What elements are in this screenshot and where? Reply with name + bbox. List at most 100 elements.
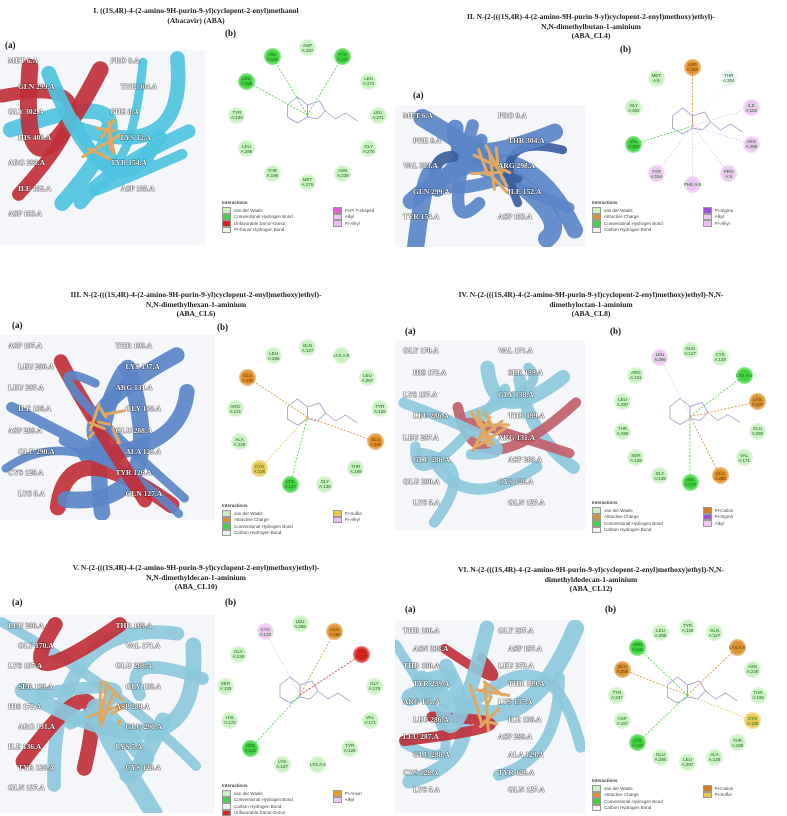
residue-label-3d: MET 6.A <box>8 56 38 65</box>
legend-label: Pi-Alkyl <box>345 517 360 522</box>
residue-node: ILE A:152 <box>743 99 760 116</box>
residue-node: ARG A:131 <box>629 639 646 656</box>
residue-node: LEU A:285 <box>238 73 255 90</box>
panel-title: IV. N-(2-(((1S,4R)-4-(2-amino-9H-purin-9… <box>395 290 787 319</box>
protein-3d-view: MET 6.A PRO 9.A GLN 299.A THR 304.A GLY 302.… <box>0 50 205 245</box>
title-line: (ABA_CL12) <box>395 584 787 594</box>
residue-label-3d: GLN 127.A <box>126 489 163 498</box>
residue-node: ARG A:131 <box>242 740 259 757</box>
residue-label-3d: TYR 239.A <box>413 679 449 688</box>
legend-label: Pi-Anion <box>345 791 362 796</box>
residue-node: TYR A:154 <box>648 165 665 182</box>
legend-label: Attractive Charge <box>604 514 639 519</box>
residue-label-3d: GLY 302.A <box>8 107 44 116</box>
legend-swatch <box>592 527 601 534</box>
residue-node: LEU A:271 <box>370 107 387 124</box>
residue-node: GLY A:138 <box>230 646 247 663</box>
residue-label-3d: GLU 288.A <box>116 661 153 670</box>
legend-swatch <box>333 797 342 804</box>
residue-label-3d: CYS 128.A <box>8 468 43 477</box>
label-b: (b) <box>610 326 621 336</box>
legend-label: Conventional Hydrogen Bond <box>234 524 293 529</box>
residue-node: SER A:139 <box>217 678 234 695</box>
residue-node: ALA A:129 <box>706 749 723 766</box>
residue-label-3d: CYS 128.A <box>126 763 161 772</box>
residue-node: ALA A:129 <box>231 433 248 450</box>
residue-label-3d: THR 304.A <box>121 82 158 91</box>
legend-item: Carbon Hydrogen Bond <box>592 805 663 812</box>
legend-item: Carbon Hydrogen Bond <box>222 530 293 537</box>
label-a: (a) <box>413 90 424 100</box>
residue-label-3d: ASP 289.A <box>8 426 42 435</box>
residue-label-3d: VAL 303.A <box>403 161 438 170</box>
residue-node: MET A:276 <box>299 174 316 191</box>
residue-label-3d: GLU 288.A <box>413 750 450 759</box>
residue-node: ASP A:289 <box>353 646 370 663</box>
legend-label: Conventional Hydrogen Bond <box>604 799 663 804</box>
residue-node: ASN A:238 <box>334 165 351 182</box>
residue-label-3d: ARG 131.A <box>498 433 535 442</box>
legend-label: van der Waals <box>234 511 263 516</box>
legend-label: Attractive Charge <box>604 214 639 219</box>
legend-label: Alkyl <box>345 797 355 802</box>
residue-node: LYS A:137 <box>282 476 299 493</box>
legend-item: Pi-Alkyl <box>333 517 362 524</box>
residue-label-3d: PHE 8.A <box>111 107 139 116</box>
legend-label: Carbon Hydrogen Bond <box>604 527 651 532</box>
residue-node: THR A:196 <box>750 687 767 704</box>
residue-node: LEU A:287 <box>359 369 376 386</box>
residue-label-3d: GLN 299.A <box>18 82 55 91</box>
legend-swatch <box>222 530 231 537</box>
legend-label: Pi-Sulfur <box>345 511 362 516</box>
legend-item: Alkyl <box>703 520 734 527</box>
legend-label: Carbon Hydrogen Bond <box>604 805 651 810</box>
residue-label-3d: GLY 138.A <box>498 390 534 399</box>
legend-label: Pi-Sigma <box>715 514 733 519</box>
residue-node: THR A:199 <box>614 423 631 440</box>
residue-node: MET A:6 <box>648 70 665 87</box>
legend-label: Conventional Hydrogen Bond <box>604 221 663 226</box>
residue-label-3d: ALA 129.A <box>126 447 162 456</box>
residue-label-3d: TYR 154.A <box>403 212 439 221</box>
residue-label-3d: THR 199.A <box>508 411 545 420</box>
residue-label-3d: PRO 9.A <box>111 56 140 65</box>
residue-label-3d: ASP 153.A <box>8 209 42 218</box>
residue-label-3d: LYS 5.A <box>413 785 440 794</box>
legend-swatch <box>592 805 601 812</box>
legend-label: Pi-Sigma <box>715 208 733 213</box>
label-b: (b) <box>217 322 228 332</box>
title-line: (ABA_CL6) <box>0 309 392 319</box>
residue-node: HIS A:170 <box>682 474 699 491</box>
residue-label-3d: LYS 5.A <box>413 498 440 507</box>
residue-label-3d: LYS 137.A <box>126 362 160 371</box>
residue-label-3d: VAL 171.A <box>498 346 533 355</box>
residue-label-3d: LYS 137.A <box>403 390 437 399</box>
title-line: dimethyldodecan-1-aminium <box>395 575 787 585</box>
residue-label-3d: HIS 172.A <box>8 702 41 711</box>
legend-label: Pi-Pi T-shaped <box>345 208 374 213</box>
panel-title: V. N-(2-(((1S,4R)-4-(2-amino-9H-purin-9-… <box>0 563 392 592</box>
residue-label-3d: LEU 286.A <box>413 715 449 724</box>
residue-label-3d: GLN 127.A <box>508 498 545 507</box>
residue-label-3d: PHE 8.A <box>413 136 441 145</box>
legend-label: Pi-Cation <box>715 786 734 791</box>
residue-node: LEU A:286 <box>238 140 255 157</box>
ligand-structure <box>225 35 390 195</box>
residue-node: GLU A:290 <box>749 423 766 440</box>
residue-label-3d: TYR 154.A <box>111 158 147 167</box>
residue-label-3d: ARG 131.A <box>403 697 440 706</box>
residue-label-3d: ALA 129.A <box>508 750 544 759</box>
legend-swatch <box>592 227 601 234</box>
residue-label-3d: LEU 287.A <box>403 732 439 741</box>
legend-item: Carbon Hydrogen Bond <box>592 227 663 234</box>
residue-label-3d: GLY 237.A <box>498 626 534 635</box>
residue-label-3d: THR 199.A <box>116 341 153 350</box>
